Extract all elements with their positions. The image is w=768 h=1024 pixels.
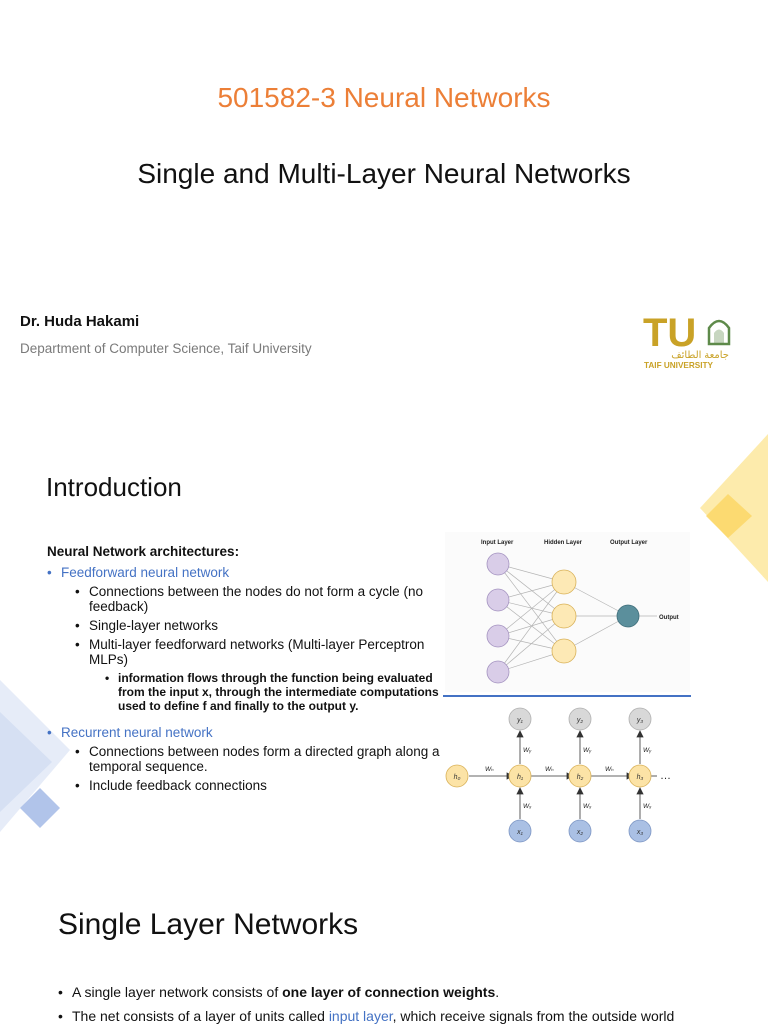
output-layer-label: Output Layer [610,540,648,546]
slide-body: Neural Network architectures: Feedforwar… [47,544,442,793]
rnn-initial-state-label: h₀ [454,774,461,781]
architectures-heading: Neural Network architectures: [47,544,240,559]
bullet-information-flow: information flows through the function b… [47,671,442,713]
bullet-feedback: Include feedback connections [47,778,442,793]
bullet-multi-layer: Multi-layer feedforward networks (Multi-… [47,637,442,667]
hidden-node [551,569,577,595]
course-name: Neural Networks [343,82,551,113]
hidden-node [551,638,577,664]
input-node [486,588,510,612]
course-title: 501582-3 Neural Networks [0,82,768,114]
logo-arch-icon [707,319,731,346]
emphasis-one-layer: one layer of connection weights [282,984,496,1000]
weight-label-wh: Wₕ [545,766,554,773]
rnn-hidden-node [508,764,532,788]
input-node [486,552,510,576]
weight-label-wh: Wₕ [605,766,614,773]
rnn-hidden-node [568,764,592,788]
weight-label-wy: Wᵧ [643,747,652,754]
weight-label-wy: Wᵧ [583,747,592,754]
weight-label-wx: Wₓ [643,803,652,810]
rnn-hidden-label: h₃ [637,774,644,781]
introduction-slide: Introduction Neural Network architecture… [0,432,768,864]
rnn-input-node [628,819,652,843]
bullet-directed-graph: Connections between nodes form a directe… [47,744,442,774]
mlp-diagram: Input Layer Hidden Layer Output Layer Ou… [445,532,690,692]
output-node [616,604,640,628]
logo-mark: TU [643,311,696,355]
rnn-output-node [508,707,532,731]
weight-label-wx: Wₓ [523,803,532,810]
rnn-input-label: x₃ [636,829,644,836]
input-node [486,624,510,648]
rnn-initial-state-node [445,764,469,788]
title-slide: 501582-3 Neural Networks Single and Mult… [0,0,768,400]
slide-title: Introduction [46,472,182,502]
slide-body: A single layer network consists of one l… [58,984,758,1024]
bullet-one-layer: A single layer network consists of one l… [58,984,758,1000]
author-name: Dr. Huda Hakami [20,313,140,330]
author-affiliation: Department of Computer Science, Taif Uni… [20,341,312,356]
bullet-no-cycle: Connections between the nodes do not for… [47,584,442,614]
input-layer-link[interactable]: input layer [328,1008,393,1024]
bullet-recurrent: Recurrent neural network [47,725,442,740]
logo-arabic-text: جامعة الطائف [671,350,729,361]
hidden-node [551,603,577,629]
bullet-input-layer: The net consists of a layer of units cal… [58,1008,758,1024]
hidden-layer-label: Hidden Layer [544,540,583,546]
decorative-shapes [0,434,768,832]
logo-english-text: TAIF UNIVERSITY [644,361,714,370]
taif-university-logo: TU جامعة الطائف TAIF UNIVERSITY [643,311,731,370]
weight-label-wy: Wᵧ [523,747,532,754]
single-layer-slide: Single Layer Networks A single layer net… [0,880,768,1024]
input-layer-label: Input Layer [481,540,514,546]
input-node [486,660,510,684]
rnn-input-label: x₂ [576,829,584,836]
rnn-hidden-label: h₁ [517,774,524,781]
rnn-output-node [628,707,652,731]
rnn-output-label: y₃ [636,717,644,724]
rnn-continuation-ellipsis: … [660,770,671,782]
rnn-arrows [469,730,657,819]
rnn-diagram: Wₕ Wₕ Wₕ Wᵧ Wᵧ Wᵧ Wₓ Wₓ Wₓ h₀ h₁ h₂ h₃ [445,707,671,843]
lecture-title: Single and Multi-Layer Neural Networks [137,158,631,189]
rnn-output-label: y₂ [576,717,584,724]
rnn-input-node [508,819,532,843]
rnn-input-node [568,819,592,843]
course-code: 501582-3 [217,82,336,113]
slide-title: Single Layer Networks [58,908,359,941]
rnn-output-node [568,707,592,731]
bullet-single-layer: Single-layer networks [47,618,442,633]
section-divider [443,695,691,697]
rnn-hidden-node [628,764,652,788]
output-label: Output [659,615,679,621]
rnn-input-label: x₁ [516,829,524,836]
rnn-hidden-label: h₂ [577,774,584,781]
bullet-feedforward: Feedforward neural network [47,565,442,580]
weight-label-wx: Wₓ [583,803,592,810]
rnn-output-label: y₁ [516,717,524,724]
weight-label-wh: Wₕ [485,766,494,773]
